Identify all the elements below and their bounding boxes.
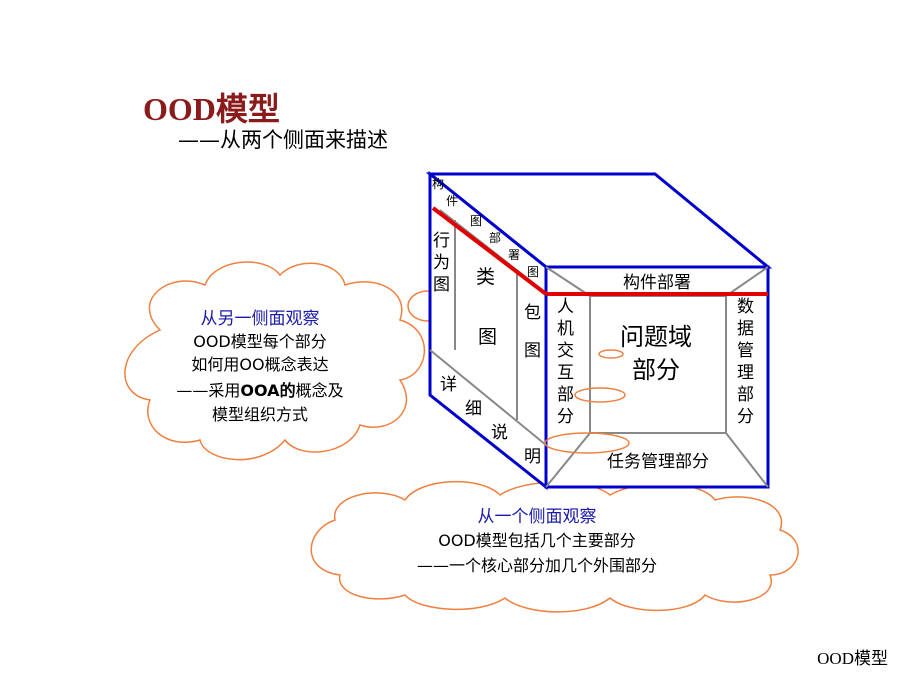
top-strip-labels: 构 件 图 部 署 图: [432, 176, 539, 279]
page-title: OOD模型: [143, 91, 280, 127]
top-strip-char: 构: [432, 176, 444, 191]
task-management-label: 任务管理部分: [607, 452, 709, 472]
package-char: 图: [524, 341, 541, 361]
class-char: 类: [476, 266, 495, 288]
data-char: 管: [737, 341, 754, 361]
detail-char: 细: [465, 399, 482, 419]
top-strip-char: 件: [446, 194, 458, 208]
class-diagram-label: 类 图: [476, 266, 497, 348]
package-char: 包: [524, 303, 541, 323]
top-strip-char: 部: [489, 230, 501, 245]
cloud-bottom-heading: 从一个侧面观察: [478, 507, 597, 527]
cloud-bottom-line2: ——一个核心部分加几个外围部分: [417, 556, 657, 575]
left-face-highlight-line: [431, 206, 548, 296]
top-strip-char: 图: [527, 265, 539, 279]
detail-char: 详: [440, 375, 457, 395]
behavior-char: 图: [433, 275, 450, 295]
data-char: 据: [737, 319, 754, 339]
front-face-bubbles: [544, 349, 630, 454]
top-strip-char: 图: [470, 214, 482, 228]
data-char: 部: [737, 385, 754, 405]
cloud-left: 从另一侧面观察 OOD模型每个部分 如何用OO概念表达 ——采用OOA的概念及 …: [124, 261, 498, 461]
behavior-diagram-label: 行 为 图: [433, 231, 450, 295]
cube: 构 件 图 部 署 图 行 为 图 类 图 包 图 详 细 说 明 构件部署: [425, 170, 773, 491]
data-char: 分: [737, 407, 754, 427]
cloud-bottom-line1: OOD模型包括几个主要部分: [438, 531, 636, 550]
detail-char: 明: [524, 447, 541, 467]
component-deployment-label: 构件部署: [623, 273, 691, 293]
hci-char: 交: [557, 341, 574, 361]
cloud-left-line2: 如何用OO概念表达: [191, 355, 328, 374]
top-strip-char: 署: [508, 248, 520, 262]
cloud-left-heading: 从另一侧面观察: [201, 309, 320, 329]
cloud-left-line3-suffix: 概念及: [296, 381, 344, 400]
problem-domain-line2: 部分: [632, 356, 680, 384]
data-management-label: 数 据 管 理 部 分: [737, 297, 754, 427]
hci-label: 人 机 交 互 部 分: [557, 297, 574, 427]
footer-label: OOD模型: [817, 649, 888, 668]
cloud-left-line3: ——采用OOA的概念及: [176, 381, 343, 400]
detail-char: 说: [491, 423, 508, 443]
hci-char: 人: [557, 297, 574, 317]
hci-char: 部: [557, 385, 574, 405]
data-char: 数: [737, 297, 754, 317]
hci-char: 互: [557, 363, 574, 383]
cloud-left-line3-prefix: ——采用: [176, 381, 240, 400]
cloud-left-line1: OOD模型每个部分: [193, 332, 327, 351]
problem-domain-line1: 问题域: [620, 323, 692, 351]
behavior-char: 为: [433, 253, 450, 273]
cloud-left-line3-bold: OOA的: [240, 381, 295, 400]
package-diagram-label: 包 图: [524, 303, 541, 361]
behavior-char: 行: [433, 231, 450, 251]
data-char: 理: [737, 363, 754, 383]
hci-char: 机: [557, 319, 574, 339]
cube-front-face: [544, 265, 770, 489]
class-char: 图: [478, 326, 497, 348]
hci-char: 分: [557, 407, 574, 427]
page-subtitle: ——从两个侧面来描述: [178, 128, 388, 152]
cloud-bottom: 从一个侧面观察 OOD模型包括几个主要部分 ——一个核心部分加几个外围部分: [310, 480, 799, 613]
cloud-left-line4: 模型组织方式: [212, 405, 308, 424]
detail-label: 详 细 说 明: [440, 375, 541, 467]
